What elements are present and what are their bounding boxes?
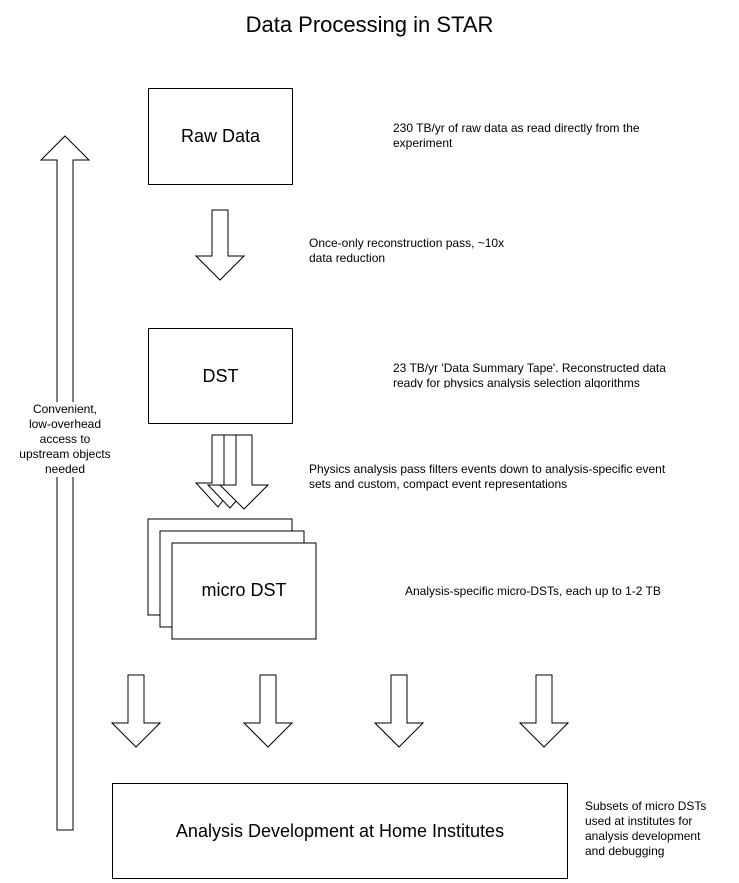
filter-note-line-2: sets and custom, compact event represent… — [309, 477, 568, 491]
home-note-line-2: used at institutes for — [585, 814, 693, 828]
raw-data-label: Raw Data — [180, 126, 261, 146]
home-institutes-note: Subsets of micro DSTs used at institutes… — [585, 799, 706, 859]
dst-note-line-2: ready for physics analysis selection alg… — [393, 376, 640, 388]
diagram-title: Data Processing in STAR — [245, 12, 494, 37]
filter-note: Physics analysis pass filters events dow… — [309, 462, 665, 492]
upstream-line-5: needed — [44, 462, 86, 476]
recon-note-line-2: data reduction — [309, 251, 386, 265]
dst-note: 23 TB/yr 'Data Summary Tape'. Reconstruc… — [393, 361, 666, 388]
to-home-arrow-4 — [518, 674, 570, 748]
dst-box: DST — [148, 328, 293, 424]
upstream-line-4: upstream objects — [19, 447, 111, 461]
raw-to-dst-arrow — [194, 209, 246, 281]
raw-note-line-1: 230 TB/yr of raw data as read directly f… — [393, 121, 640, 135]
home-note-line-4: and debugging — [585, 844, 665, 858]
micro-dst-sheet-front — [171, 542, 317, 640]
micro-note-line-1: Analysis-specific micro-DSTs, each up to… — [405, 584, 661, 598]
upstream-arrow — [39, 135, 91, 831]
home-institutes-label: Analysis Development at Home Institutes — [175, 820, 505, 841]
filter-note-line-1: Physics analysis pass filters events dow… — [309, 462, 666, 476]
upstream-line-2: low-overhead — [28, 417, 102, 431]
upstream-line-1: Convenient, — [32, 402, 98, 416]
raw-data-note: 230 TB/yr of raw data as read directly f… — [393, 121, 640, 151]
to-home-arrow-3 — [373, 674, 425, 748]
reconstruction-note: Once-only reconstruction pass, ~10x data… — [309, 236, 504, 266]
dst-label: DST — [202, 365, 239, 386]
recon-note-line-1: Once-only reconstruction pass, ~10x — [309, 236, 505, 250]
home-note-line-1: Subsets of micro DSTs — [585, 799, 707, 813]
to-home-arrow-2 — [242, 674, 294, 748]
home-institutes-box: Analysis Development at Home Institutes — [112, 783, 568, 879]
raw-data-box: Raw Data — [148, 88, 293, 185]
dst-note-line-1: 23 TB/yr 'Data Summary Tape'. Reconstruc… — [393, 361, 666, 375]
micro-dst-note: Analysis-specific micro-DSTs, each up to… — [405, 584, 661, 599]
to-home-arrow-1 — [110, 674, 162, 748]
micro-dst-label: micro DST — [201, 580, 287, 600]
home-note-line-3: analysis development — [585, 829, 701, 843]
dst-to-micro-arrow-3 — [218, 434, 270, 510]
upstream-line-3: access to — [39, 432, 91, 446]
raw-note-line-2: experiment — [393, 136, 453, 150]
upstream-access-label: Convenient, low-overhead access to upstr… — [10, 402, 120, 477]
